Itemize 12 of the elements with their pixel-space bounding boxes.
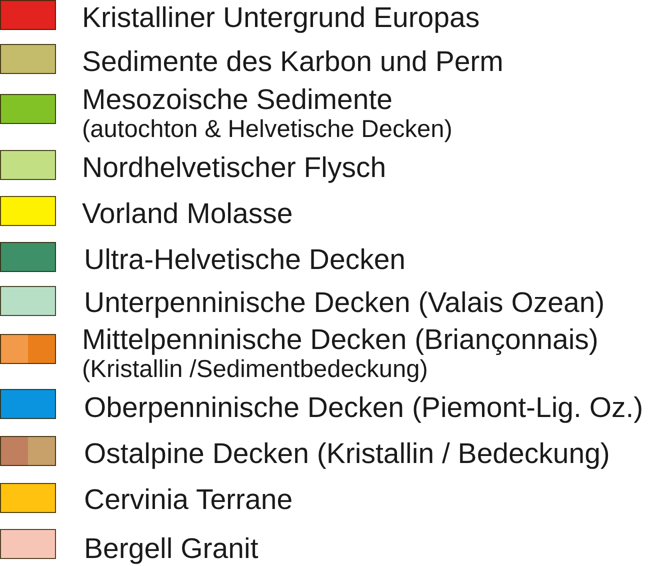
legend-label: Sedimente des Karbon und Perm: [82, 47, 504, 77]
legend-label: Kristalliner Untergrund Europas: [82, 3, 480, 33]
legend-label: Unterpenninische Decken (Valais Ozean): [84, 288, 605, 318]
legend-label: Oberpenninische Decken (Piemont-Lig. Oz.): [84, 393, 644, 423]
legend-label: Bergell Granit: [84, 534, 258, 564]
legend-label: Nordhelvetischer Flysch: [82, 153, 386, 183]
legend-label: Ultra-Helvetische Decken: [84, 245, 406, 275]
legend-label: Ostalpine Decken (Kristallin / Bedeckung): [84, 439, 610, 469]
legend-label: Mittelpenninische Decken (Briançonnais) (Kristallin /Sedimentbedeckung): [82, 325, 600, 385]
legend-label: Cervinia Terrane: [84, 485, 293, 515]
legend-label: Mesozoische Sedimente (autochton & Helvetische Decken): [82, 85, 454, 145]
legend-label: Vorland Molasse: [82, 199, 293, 229]
